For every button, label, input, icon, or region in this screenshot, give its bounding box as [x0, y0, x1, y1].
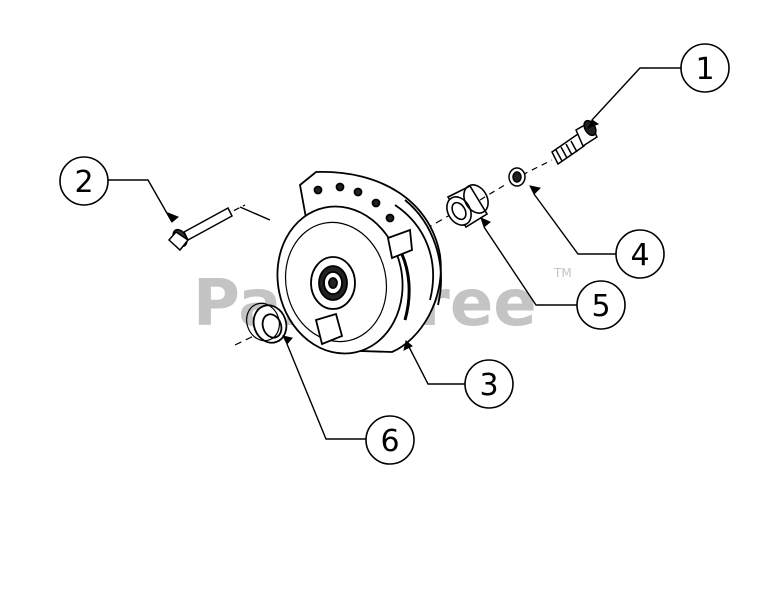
leader-5 [483, 226, 577, 306]
leader-lines [107, 67, 681, 440]
callout-5-label: 5 [591, 289, 610, 324]
spacer-part [446, 184, 489, 229]
callout-1-label: 1 [695, 52, 714, 87]
axis-segment-washer [479, 182, 509, 201]
pin-part [167, 206, 233, 252]
callout-4[interactable]: 4 [615, 229, 665, 279]
callouts: 1 2 3 4 5 6 [59, 43, 730, 465]
callout-6[interactable]: 6 [365, 415, 415, 465]
clutch-tab [314, 312, 344, 346]
bolt-part [551, 119, 598, 166]
axis-segment-bolt [521, 159, 553, 176]
clutch-part [276, 171, 442, 355]
leader-2 [107, 179, 173, 223]
washer-part [508, 167, 526, 187]
callout-2[interactable]: 2 [59, 156, 109, 206]
callout-3[interactable]: 3 [464, 359, 514, 409]
leader-2b [239, 206, 271, 221]
callout-1[interactable]: 1 [680, 43, 730, 93]
callout-2-label: 2 [74, 165, 93, 200]
watermark-trademark: TM [553, 266, 572, 280]
bearing-part [246, 302, 288, 344]
leader-4 [533, 193, 619, 255]
callout-6-label: 6 [380, 424, 399, 459]
leader-6 [286, 343, 366, 440]
callout-3-label: 3 [479, 368, 498, 403]
callout-4-label: 4 [630, 238, 649, 273]
leader-1 [591, 67, 681, 121]
pin-shaft [183, 206, 233, 242]
callout-5[interactable]: 5 [576, 280, 626, 330]
arrowheads [167, 119, 600, 351]
leader-3 [405, 340, 466, 385]
